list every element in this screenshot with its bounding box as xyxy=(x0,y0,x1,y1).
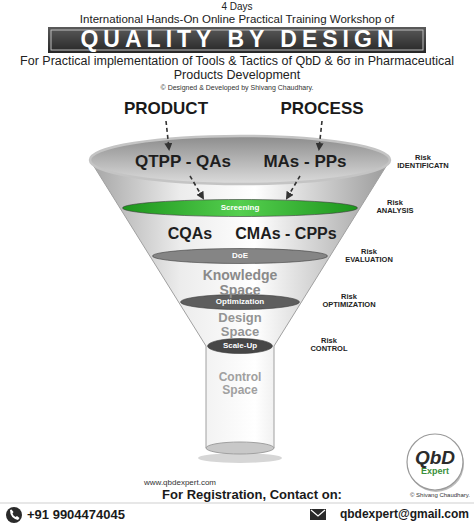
critical-attributes: CQAs xyxy=(160,225,220,243)
risk-step: Risk CONTROL xyxy=(302,337,356,354)
copyright-note: © Shivang Chaudhary. xyxy=(380,492,470,499)
website: www.qbdexpert.com xyxy=(110,479,250,488)
funnel-band: Scale-Up xyxy=(207,338,273,354)
email-icon xyxy=(310,509,326,520)
band-label: DoE xyxy=(152,248,328,264)
logo-word: Expert xyxy=(421,467,449,476)
phone-number: +91 9904474045 xyxy=(27,508,177,522)
risk-step: Risk OPTIMIZATION xyxy=(316,293,382,310)
registration-note: For Registration, Contact on: xyxy=(122,488,382,502)
space-level: Knowledge Space xyxy=(194,268,286,299)
product-attributes: QTPP - QAs xyxy=(128,153,238,172)
risk-step: Risk IDENTIFICATN xyxy=(394,154,452,171)
band-label: Screening xyxy=(122,199,358,217)
risk-step: Risk ANALYSIS xyxy=(368,199,422,216)
funnel-band: Screening xyxy=(122,199,358,217)
critical-parameters: CMAs - CPPs xyxy=(232,225,340,243)
title-banner xyxy=(48,27,426,53)
banner-title: QUALITY BY DESIGN xyxy=(48,27,426,53)
email-address: qbdexpert@gmail.com xyxy=(329,508,469,521)
subtitle: For Practical implementation of Tools & … xyxy=(12,55,462,83)
space-level: Design Space xyxy=(203,311,277,340)
logo-badge: QbDExpert xyxy=(406,433,464,491)
duration-note: 4 Days xyxy=(137,1,337,12)
process-parameters: MAs - PPs xyxy=(255,153,355,172)
funnel-band: DoE xyxy=(152,248,328,264)
workshop-line: International Hands-On Online Practical … xyxy=(7,13,467,26)
credit-note: © Designed & Developed by Shivang Chaudh… xyxy=(87,84,387,92)
footer-rule xyxy=(0,503,474,504)
risk-step: Risk EVALUATION xyxy=(340,248,398,265)
logo-mark: QbD xyxy=(415,448,455,467)
process-heading: PROCESS xyxy=(267,100,377,119)
phone-icon xyxy=(6,507,22,523)
space-level: Control Space xyxy=(209,371,271,397)
product-heading: PRODUCT xyxy=(111,100,221,119)
band-label: Scale-Up xyxy=(207,338,273,354)
